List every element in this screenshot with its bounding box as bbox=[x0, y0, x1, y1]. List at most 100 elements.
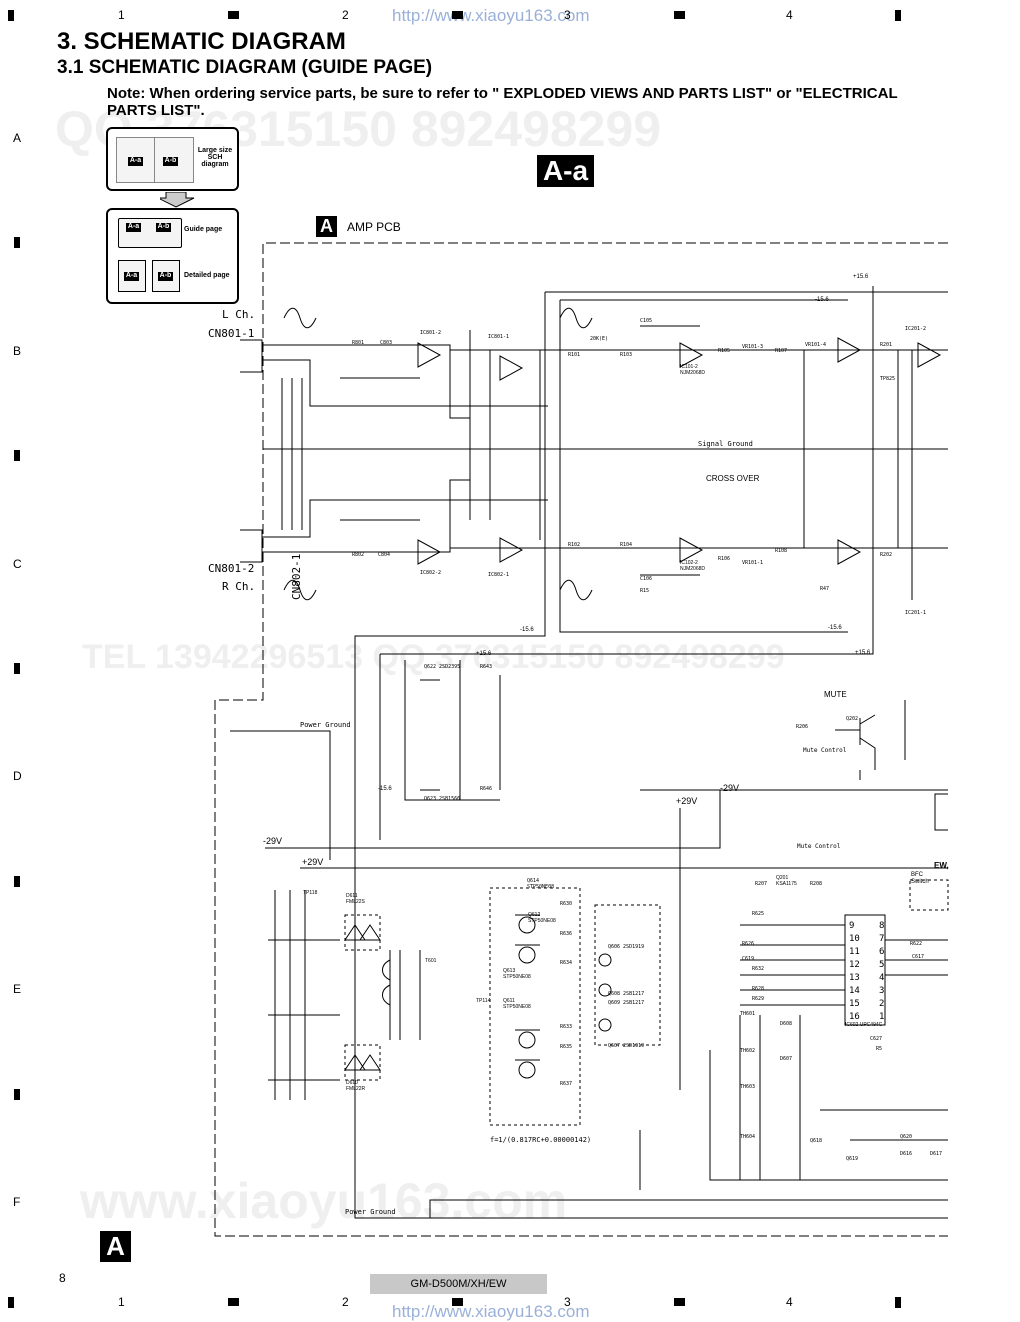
minus15-label-2: -15.6 bbox=[520, 627, 534, 633]
svg-text:TH602: TH602 bbox=[740, 1048, 755, 1054]
power-ground-label: Power Ground bbox=[300, 721, 351, 729]
tag-a-b: A-b bbox=[158, 272, 173, 281]
svg-text:R801: R801 bbox=[352, 340, 364, 346]
tp114-label: TP114 bbox=[476, 998, 491, 1004]
svg-text:Q620: Q620 bbox=[900, 1134, 912, 1140]
svg-text:VR101-1: VR101-1 bbox=[742, 560, 763, 566]
large-size-label: Large size SCH diagram bbox=[197, 147, 233, 168]
svg-text:VR101-4: VR101-4 bbox=[805, 342, 826, 348]
reg-mark bbox=[14, 876, 20, 887]
svg-text:7: 7 bbox=[879, 934, 884, 944]
tag-a-a: A-a bbox=[124, 272, 139, 281]
svg-text:R633: R633 bbox=[560, 1024, 572, 1030]
svg-text:R802: R802 bbox=[352, 552, 364, 558]
svg-text:R637: R637 bbox=[560, 1081, 572, 1087]
guide-detailed-box: A-a A-b Guide page A-a A-b Detailed page bbox=[106, 208, 239, 304]
svg-text:Q619: Q619 bbox=[846, 1156, 858, 1162]
svg-text:Q202: Q202 bbox=[846, 716, 858, 722]
q613-label: Q613 STP50NE08 bbox=[503, 968, 531, 980]
svg-text:Q609 2SB1217: Q609 2SB1217 bbox=[608, 1000, 644, 1006]
svg-text:IC802-2: IC802-2 bbox=[420, 570, 441, 576]
svg-text:3: 3 bbox=[879, 986, 884, 996]
svg-text:IC201-2: IC201-2 bbox=[905, 326, 926, 332]
svg-text:VR101-3: VR101-3 bbox=[742, 344, 763, 350]
page-title: 3. SCHEMATIC DIAGRAM bbox=[57, 28, 346, 55]
col-label-1: 1 bbox=[118, 8, 125, 22]
minus15-label-3: -15.6 bbox=[828, 625, 842, 631]
reg-mark bbox=[14, 1089, 20, 1100]
row-label-e: E bbox=[13, 982, 22, 996]
reg-mark bbox=[895, 10, 901, 21]
ic101-label: IC101-2 NJM2068D bbox=[680, 364, 706, 376]
svg-text:1: 1 bbox=[879, 1012, 884, 1022]
reg-mark bbox=[895, 1297, 901, 1308]
col-label-3: 3 bbox=[564, 8, 571, 22]
svg-text:12: 12 bbox=[849, 960, 860, 970]
svg-text:Q622 2SD2395: Q622 2SD2395 bbox=[424, 664, 460, 670]
svg-text:Q623 2SB1566: Q623 2SB1566 bbox=[424, 796, 460, 802]
col-label-4-bottom: 4 bbox=[786, 1295, 793, 1309]
svg-text:R629: R629 bbox=[752, 996, 764, 1002]
svg-text:5: 5 bbox=[879, 960, 884, 970]
svg-text:R5: R5 bbox=[876, 1046, 882, 1052]
minus29 bbox=[265, 789, 740, 849]
svg-text:2: 2 bbox=[879, 999, 884, 1009]
reg-mark bbox=[452, 11, 463, 19]
reg-mark bbox=[228, 1298, 239, 1306]
url-bottom[interactable]: http://www.xiaoyu163.com bbox=[392, 1302, 590, 1321]
svg-text:R625: R625 bbox=[752, 911, 764, 917]
svg-text:C617: C617 bbox=[912, 954, 924, 960]
reg-mark bbox=[674, 1298, 685, 1306]
down-arrow-icon bbox=[160, 192, 195, 208]
svg-text:Q618: Q618 bbox=[810, 1138, 822, 1144]
svg-text:IC201-1: IC201-1 bbox=[905, 610, 926, 616]
plus15-label-3: +15.6 bbox=[476, 651, 492, 657]
watermark-mid: TEL 13942296513 QQ 376315150 892498299 bbox=[82, 638, 785, 676]
svg-text:C106: C106 bbox=[640, 576, 652, 582]
large-size-guide-box: A-a A-b Large size SCH diagram bbox=[106, 127, 239, 191]
ic602-label: IC602 UPC494C bbox=[845, 1022, 883, 1028]
svg-text:TH604: TH604 bbox=[740, 1134, 755, 1140]
reg-mark bbox=[14, 663, 20, 674]
cross-over-label: CROSS OVER bbox=[706, 474, 760, 483]
svg-text:R105: R105 bbox=[718, 348, 730, 354]
col-label-3-bottom: 3 bbox=[564, 1295, 571, 1309]
svg-text:9: 9 bbox=[849, 921, 854, 931]
bfc-switch-label: BFC Switch bbox=[911, 872, 929, 885]
svg-text:IC802-1: IC802-1 bbox=[488, 572, 509, 578]
url-top[interactable]: http://www.xiaoyu163.com bbox=[392, 6, 590, 25]
svg-text:C619: C619 bbox=[742, 956, 754, 962]
power-ground bbox=[230, 730, 331, 860]
svg-text:C804: C804 bbox=[378, 552, 390, 558]
pcb-name: AMP PCB bbox=[347, 220, 401, 234]
rail-inner bbox=[559, 300, 848, 633]
svg-text:IC801-1: IC801-1 bbox=[488, 334, 509, 340]
col-label-1-bottom: 1 bbox=[118, 1295, 125, 1309]
minus15-label: -15.6 bbox=[815, 297, 829, 303]
reg-mark bbox=[14, 237, 20, 248]
tag-a-b: A-b bbox=[163, 157, 178, 166]
svg-text:R101: R101 bbox=[568, 352, 580, 358]
r-ch-label: R Ch. bbox=[222, 580, 256, 593]
row-label-b: B bbox=[13, 344, 22, 358]
svg-text:Q614: Q614 bbox=[527, 878, 539, 884]
minus15-label-4: -15.6 bbox=[378, 786, 392, 792]
cn801-1-label: CN801-1 bbox=[208, 327, 255, 340]
d610-label: D610 FML22R bbox=[346, 1080, 366, 1092]
plus15-label-2: +15.6 bbox=[855, 650, 871, 656]
tag-a-b: A-b bbox=[156, 223, 171, 232]
power-ground-label-2: Power Ground bbox=[345, 1208, 396, 1216]
svg-text:R636: R636 bbox=[560, 931, 572, 937]
section-tag: A-a bbox=[537, 155, 594, 187]
svg-text:11: 11 bbox=[849, 947, 860, 957]
svg-text:R106: R106 bbox=[718, 556, 730, 562]
svg-text:R626: R626 bbox=[742, 941, 754, 947]
svg-text:R208: R208 bbox=[810, 881, 822, 887]
ordering-note: Note: When ordering service parts, be su… bbox=[107, 85, 898, 119]
cn801-2-label: CN801-2 bbox=[208, 562, 255, 575]
svg-text:R634: R634 bbox=[560, 960, 572, 966]
rail-plus15 bbox=[380, 286, 874, 655]
svg-text:R102: R102 bbox=[568, 542, 580, 548]
svg-text:R202: R202 bbox=[880, 552, 892, 558]
